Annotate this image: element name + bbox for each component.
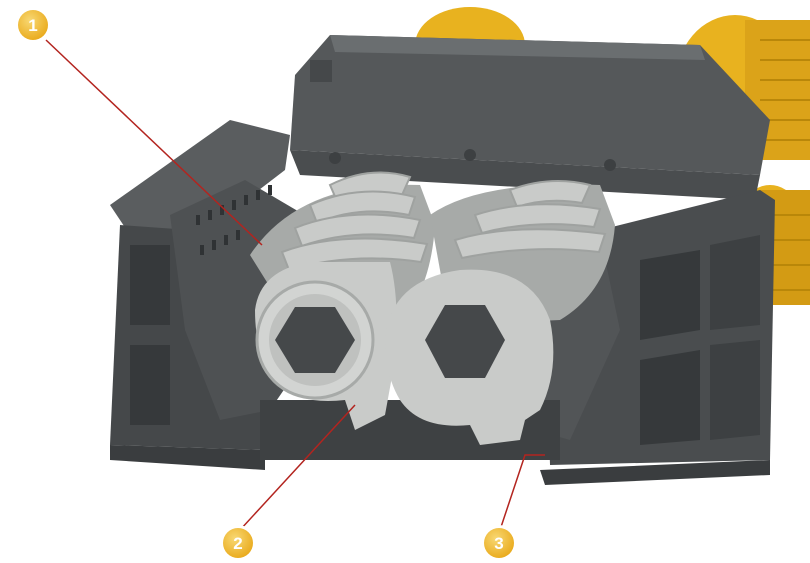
callout-badge-2: 2 bbox=[220, 525, 256, 561]
leader-line-3 bbox=[499, 454, 545, 531]
callout-badge-1: 1 bbox=[15, 7, 51, 43]
left-rotor bbox=[250, 171, 435, 430]
right-hex-shaft bbox=[425, 305, 505, 378]
leader-lines bbox=[45, 39, 545, 531]
left-hex-shaft bbox=[275, 307, 355, 373]
callout-label-3: 3 bbox=[494, 534, 503, 553]
lifting-lug bbox=[310, 60, 332, 82]
callout-label-1: 1 bbox=[28, 16, 37, 35]
callout-label-2: 2 bbox=[233, 534, 242, 553]
right-rotor bbox=[385, 180, 615, 445]
callout-badge-3: 3 bbox=[481, 525, 517, 561]
housing-top bbox=[290, 35, 770, 200]
leader-line-2 bbox=[239, 404, 356, 531]
leader-line-1 bbox=[45, 39, 263, 246]
